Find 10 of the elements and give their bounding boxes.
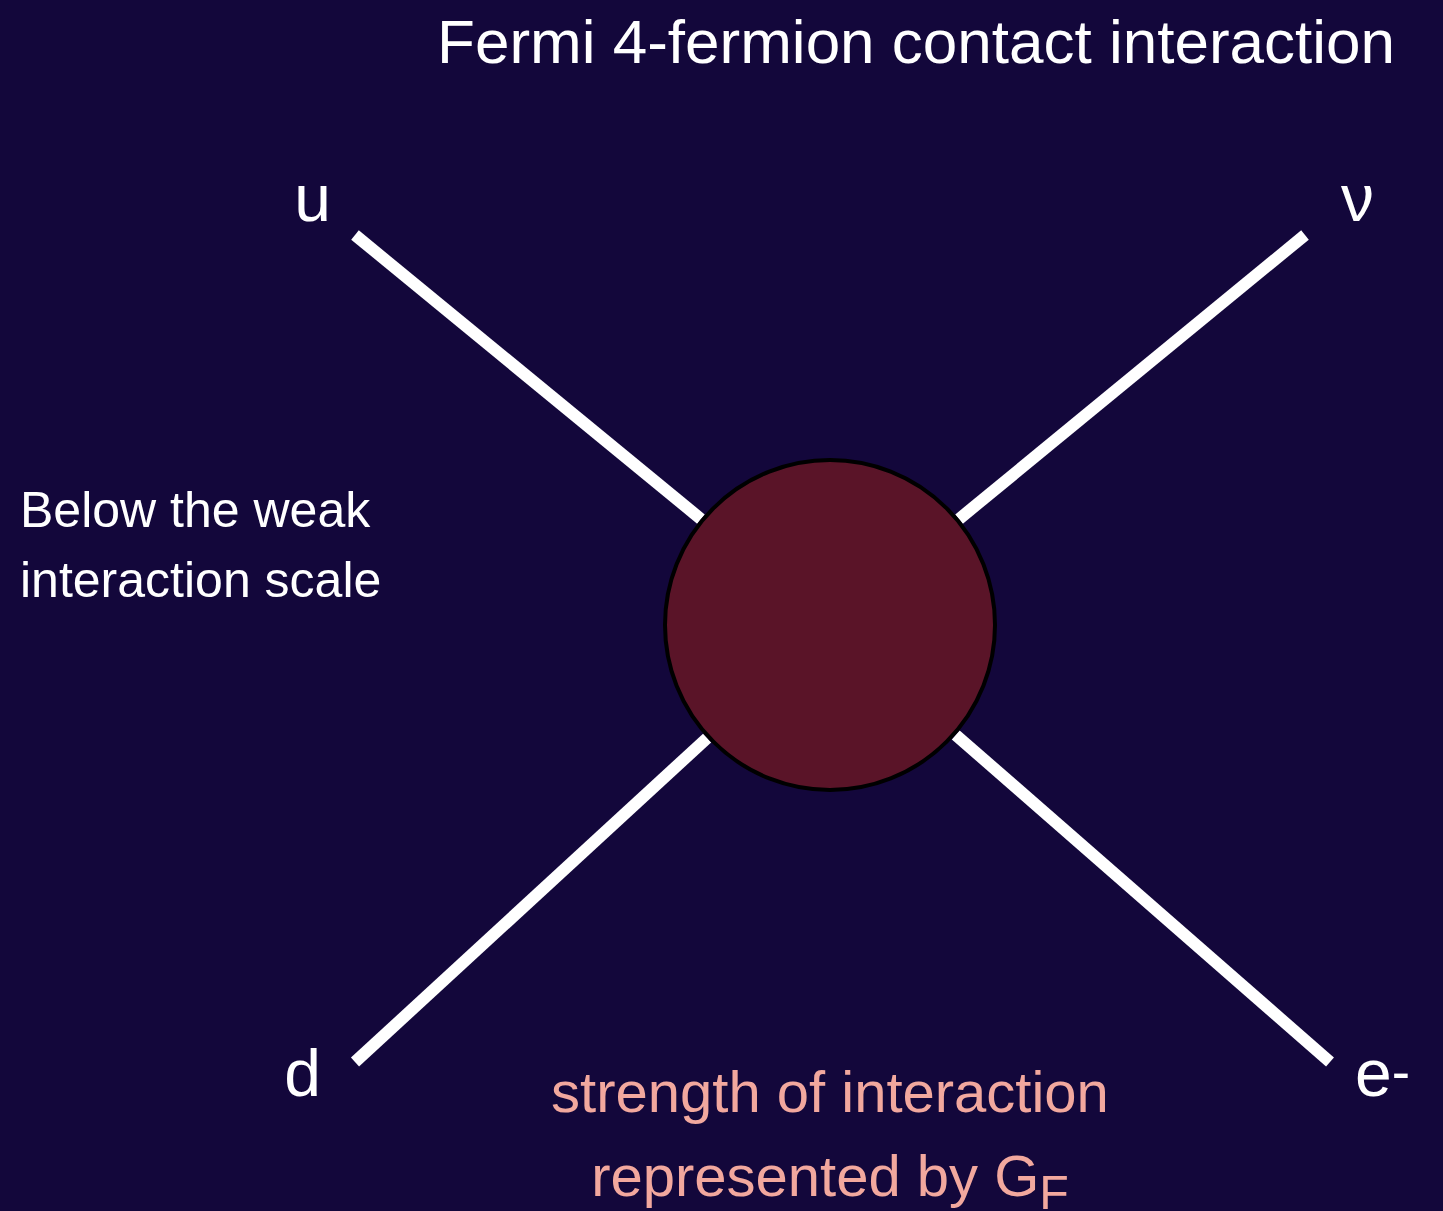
note-text: Below the weak interaction scale — [20, 481, 383, 610]
fermion-line — [955, 230, 1309, 524]
particle-label: d — [250, 1030, 355, 1115]
fermion-line — [351, 230, 705, 524]
fermion-line — [951, 730, 1334, 1067]
caption-text: strength of interaction represented by G$_{F}$ — [550, 1058, 1110, 1211]
particle-label: ν — [1305, 160, 1410, 235]
fermion-line — [350, 733, 712, 1067]
title: Fermi 4-fermion contact interaction — [437, 6, 1395, 77]
particle-label: u — [270, 160, 355, 235]
